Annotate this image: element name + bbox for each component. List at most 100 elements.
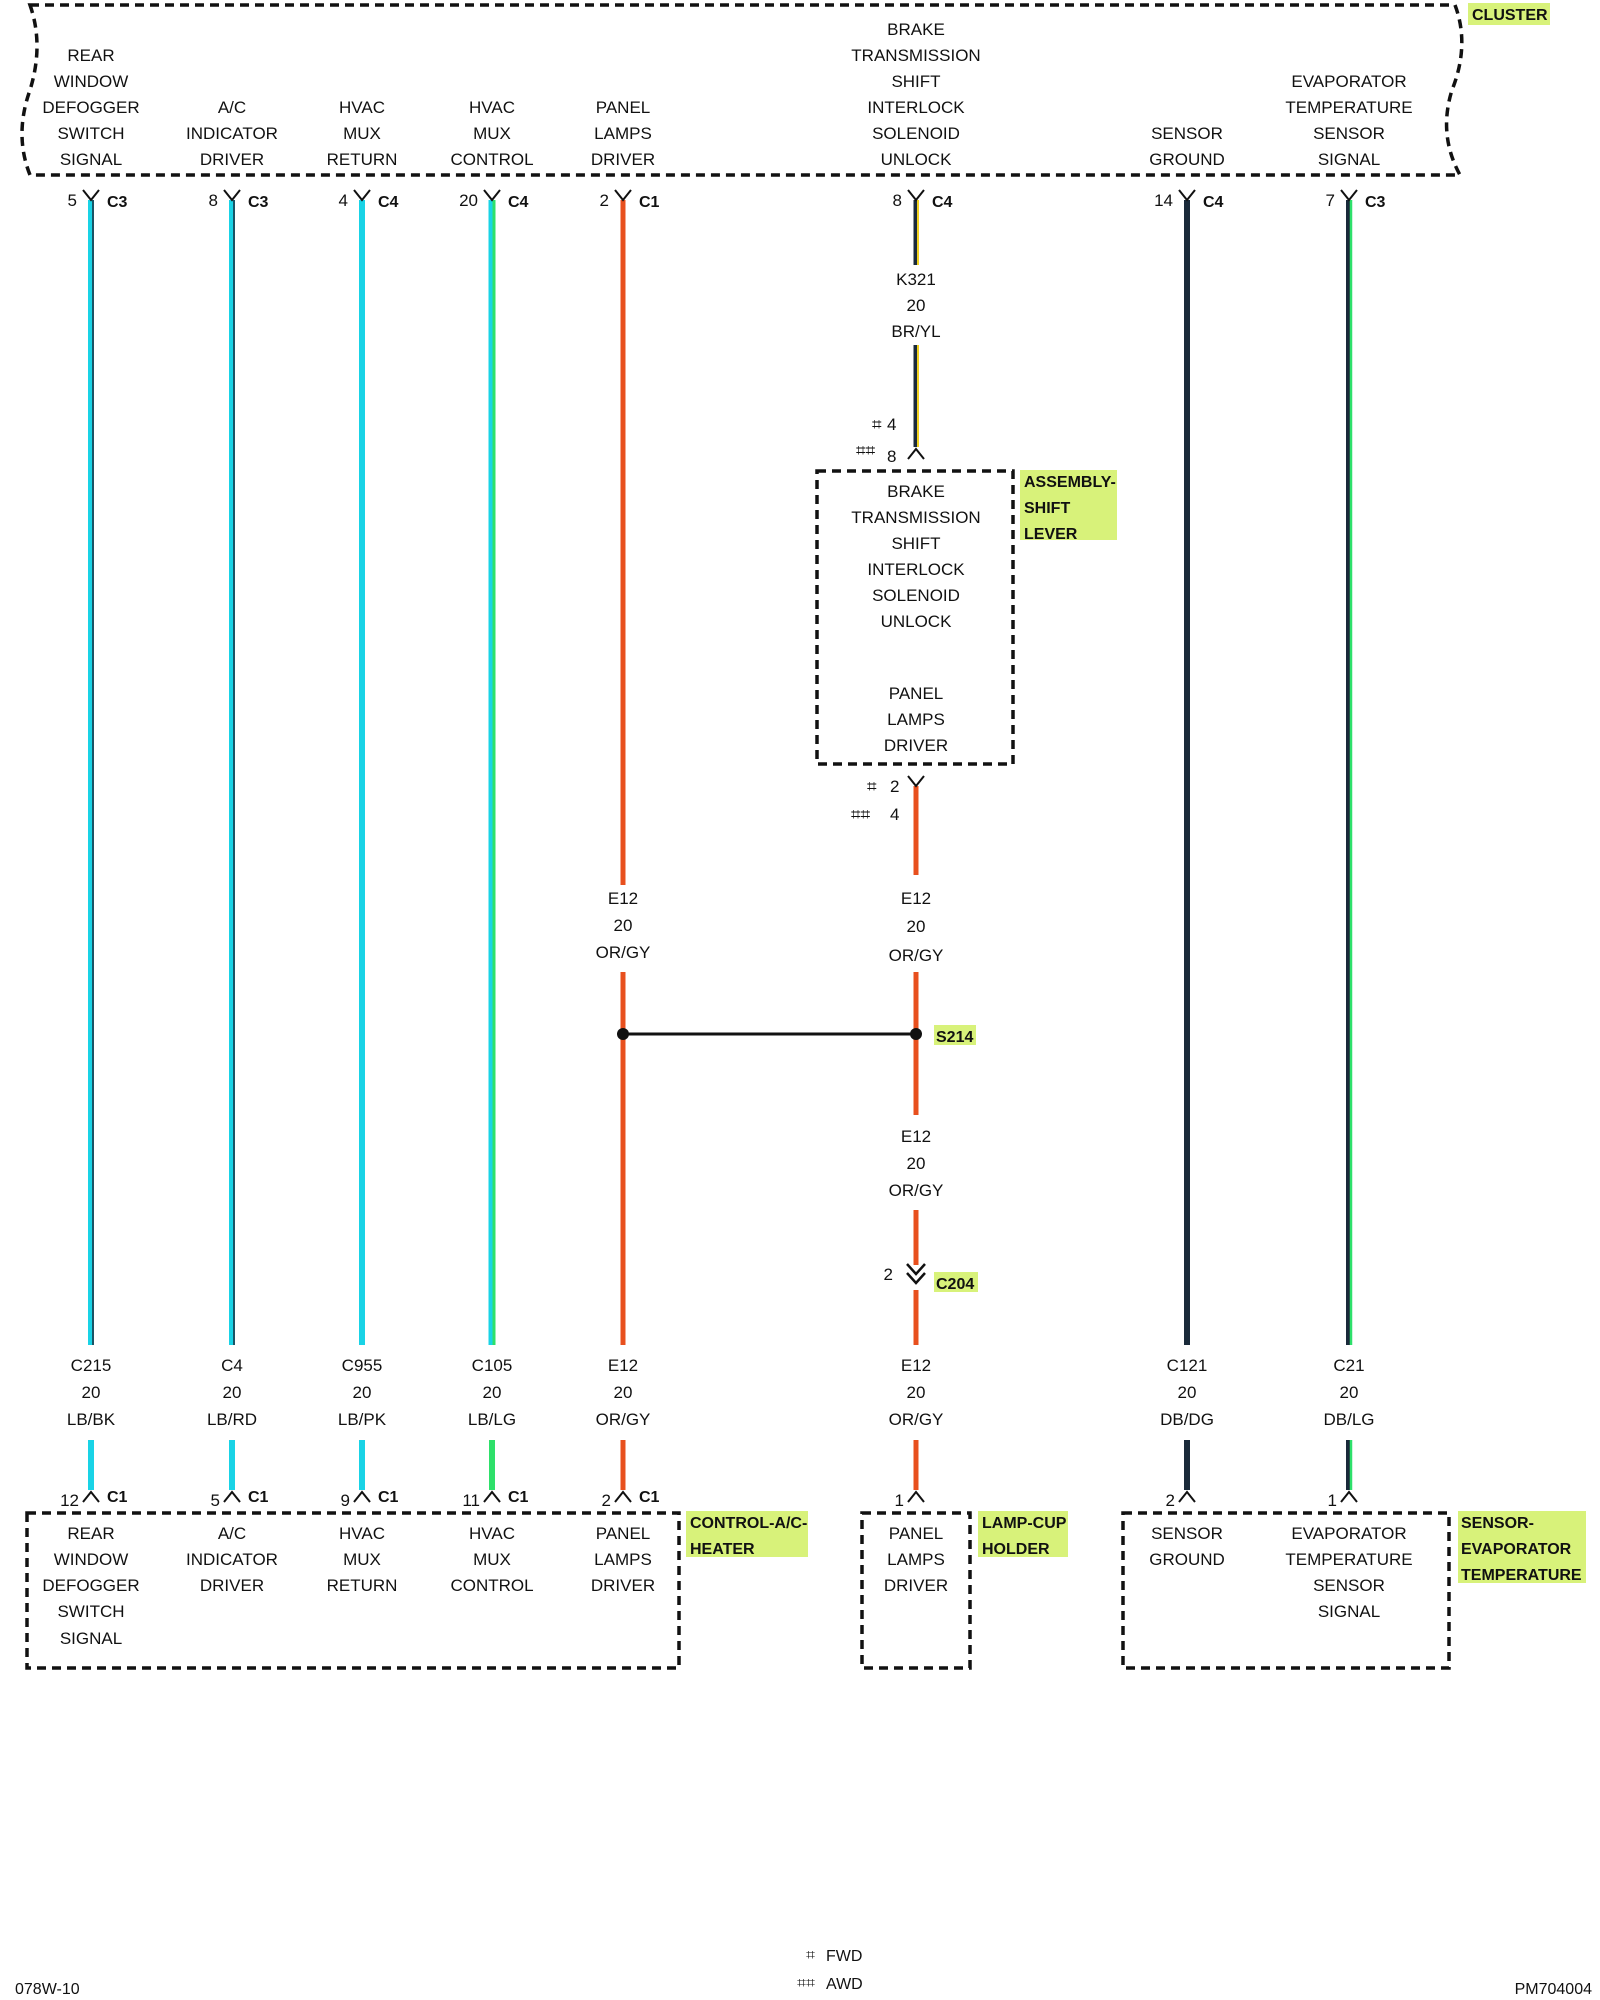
assembly-label: ASSEMBLY- [1024, 474, 1116, 491]
lamp-cup-holder-box [860, 1511, 972, 1670]
sensor-label-highlight [1458, 1511, 1586, 1583]
wire-color: OR/GY [596, 1410, 651, 1429]
cluster-text: DRIVER [200, 150, 264, 169]
cluster-connector-6: 8 C4 [893, 189, 953, 211]
module-text: INDICATOR [186, 1550, 278, 1569]
c204-symbol-bottom [906, 1272, 926, 1285]
splice-dot-left [617, 1028, 629, 1040]
awd-marker: ⌗⌗ [851, 805, 871, 824]
module-text: RETURN [327, 1576, 398, 1595]
cluster-pin-labels: REAR WINDOW DEFOGGER SWITCH SIGNAL A/C I… [42, 20, 1412, 169]
pin-number: 4 [887, 415, 896, 434]
cluster-text: TRANSMISSION [851, 46, 980, 65]
wire-circuit: E12 [608, 1356, 638, 1375]
s214-highlight [934, 1025, 976, 1045]
cluster-connector-7: 14 C4 [1154, 189, 1224, 211]
cluster-text: PANEL [596, 98, 651, 117]
module-text: DEFOGGER [42, 1576, 139, 1595]
control-label-highlight [686, 1511, 808, 1557]
connector-symbol [1340, 1490, 1358, 1503]
module-text: MUX [343, 1550, 381, 1569]
connector-name: C4 [508, 194, 529, 211]
pin-number: 2 [890, 777, 899, 796]
cluster-pin-panel-lamps: PANEL LAMPS DRIVER [591, 98, 655, 169]
module-text: HVAC [339, 1524, 385, 1543]
e12-upper-label: E12 20 OR/GY [889, 889, 944, 965]
wire-gauge: 20 [1340, 1383, 1359, 1402]
connector-name: C3 [248, 194, 269, 211]
connector-name: C4 [932, 194, 953, 211]
wire-color: BR/YL [891, 322, 940, 341]
connector-symbol [483, 1490, 501, 1503]
wire-color: OR/GY [889, 1410, 944, 1429]
module-text: LAMPS [887, 1550, 945, 1569]
cluster-label-highlight [1468, 3, 1550, 25]
module-text: DRIVER [884, 1576, 948, 1595]
cluster-text: SENSOR [1151, 124, 1223, 143]
wire-gauge: 20 [907, 1383, 926, 1402]
sensor-label: EVAPORATOR [1461, 1541, 1572, 1558]
control-label: HEATER [690, 1541, 755, 1558]
connector-symbol [82, 1490, 100, 1503]
connector-name: C1 [639, 194, 660, 211]
wire-circuit: C955 [342, 1356, 383, 1375]
assembly-label: SHIFT [1024, 500, 1070, 517]
cluster-pin-hvac-return: HVAC MUX RETURN [327, 98, 398, 169]
shift-lever-text: SHIFT [891, 534, 940, 553]
bottom-connectors: 12 C1 5 C1 9 C1 11 C1 2 C1 1 2 1 [60, 1489, 1358, 1510]
cluster-text: DRIVER [591, 150, 655, 169]
c204-highlight [934, 1272, 978, 1292]
cluster-text: TEMPERATURE [1285, 98, 1412, 117]
wire-gauge: 20 [614, 916, 633, 935]
cluster-pin-hvac-control: HVAC MUX CONTROL [450, 98, 533, 169]
cluster-text: SIGNAL [1318, 150, 1380, 169]
connector-name: C4 [1203, 194, 1224, 211]
shift-lever-text: INTERLOCK [867, 560, 965, 579]
assembly-shift-lever-text: BRAKE TRANSMISSION SHIFT INTERLOCK SOLEN… [851, 482, 980, 755]
wire-circuit: C4 [221, 1356, 243, 1375]
cluster-text: REAR [67, 46, 114, 65]
cluster-box [20, 3, 1464, 177]
pin-number: 11 [462, 1491, 480, 1510]
wire-circuit: C105 [472, 1356, 513, 1375]
fwd-label: FWD [826, 1948, 862, 1965]
sensor-evaporator: SENSOR GROUND EVAPORATOR TEMPERATURE SEN… [1121, 1511, 1586, 1670]
pin-number: 2 [602, 1491, 611, 1510]
cluster-text: RETURN [327, 150, 398, 169]
connector-name: C3 [1365, 194, 1386, 211]
lamp-label: LAMP-CUP [982, 1515, 1067, 1532]
wire-circuit: C215 [71, 1356, 112, 1375]
lamp-label: HOLDER [982, 1541, 1050, 1558]
wire-circuit: E12 [901, 1356, 931, 1375]
cluster-text: SIGNAL [60, 150, 122, 169]
module-text: EVAPORATOR [1291, 1524, 1406, 1543]
module-text: SWITCH [57, 1602, 124, 1621]
cluster-text: DEFOGGER [42, 98, 139, 117]
pin-number: 4 [339, 191, 348, 210]
fwd-symbol: ⌗ [806, 1947, 815, 1964]
wire-gauge: 20 [82, 1383, 101, 1402]
cluster-text: HVAC [339, 98, 385, 117]
cluster-connector-5: 2 C1 [600, 189, 660, 211]
shift-lever-text: UNLOCK [881, 612, 953, 631]
pin-number: 2 [884, 1265, 893, 1284]
module-text: DRIVER [591, 1576, 655, 1595]
cluster-pin-sensor-ground: SENSOR GROUND [1149, 124, 1225, 169]
splice-dot-right [910, 1028, 922, 1040]
cluster-text: SENSOR [1313, 124, 1385, 143]
cluster-label: CLUSTER [1472, 7, 1548, 24]
pin-number: 2 [600, 191, 609, 210]
wire-gauge: 20 [907, 296, 926, 315]
wire-color: DB/LG [1323, 1410, 1374, 1429]
cluster-pin-ac-indicator: A/C INDICATOR DRIVER [186, 98, 278, 169]
module-text: SIGNAL [60, 1629, 122, 1648]
wire-gauge: 20 [907, 917, 926, 936]
bottom-wire-labels: C215 20 LB/BK C4 20 LB/RD C955 20 LB/PK … [67, 1356, 1375, 1429]
pin-number: 8 [887, 447, 896, 466]
cluster-text: WINDOW [54, 72, 129, 91]
cluster-text: SWITCH [57, 124, 124, 143]
pin-number: 2 [1166, 1491, 1175, 1510]
cluster-pin-rear-defogger: REAR WINDOW DEFOGGER SWITCH SIGNAL [42, 46, 139, 169]
shift-lever-text: SOLENOID [872, 586, 960, 605]
module-text: PANEL [596, 1524, 651, 1543]
